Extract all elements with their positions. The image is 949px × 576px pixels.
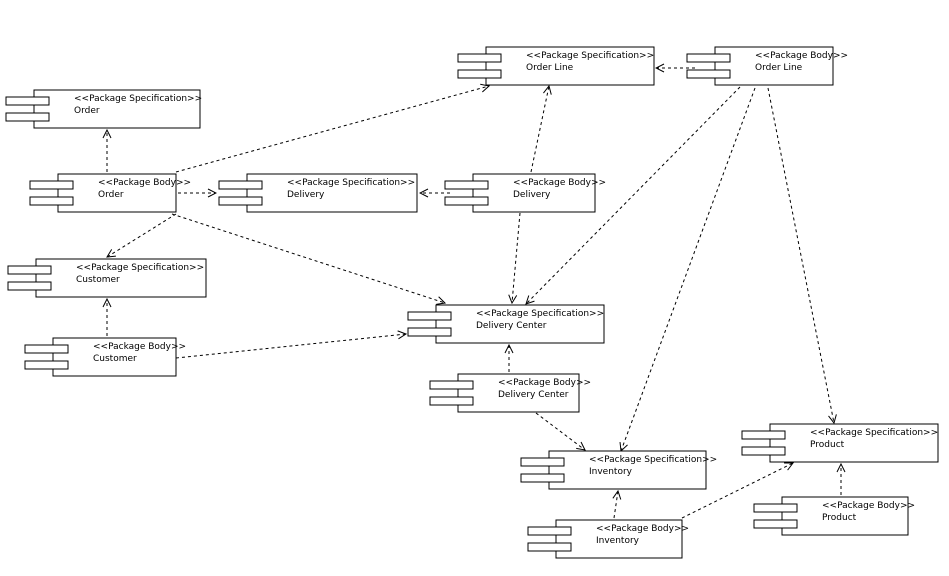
dependency-body_order_line-to-spec_inventory (621, 87, 756, 451)
dependency-arrows (107, 68, 841, 519)
component-spec-order[interactable]: <<Package Specification>> Order (5, 89, 202, 129)
component-stereotype: <<Package Specification>> (810, 428, 938, 438)
component-body (35, 258, 207, 298)
component-name: Order Line (755, 63, 803, 73)
component-body-delivery-center[interactable]: <<Package Body>> Delivery Center (429, 373, 591, 413)
component-body (435, 304, 605, 344)
component-tab-icon (7, 265, 52, 275)
component-tab-icon (444, 196, 489, 206)
components: <<Package Specification>>Order Line<<Pac… (5, 46, 939, 559)
dependency-body_order_line-to-spec_product (767, 87, 834, 423)
component-body-product[interactable]: <<Package Body>> Product (753, 496, 915, 536)
component-body-delivery[interactable]: <<Package Body>> Delivery (444, 173, 606, 213)
component-tab-icon (24, 360, 69, 370)
component-body (52, 337, 177, 377)
component-stereotype: <<Package Body>> (98, 178, 191, 188)
component-tab-icon (429, 380, 474, 390)
component-tab-icon (29, 180, 74, 190)
dependency-body_inventory-to-spec_product (681, 463, 793, 519)
component-name: Delivery (287, 190, 325, 200)
component-tab-icon (5, 112, 50, 122)
component-body-inventory[interactable]: <<Package Body>> Inventory (527, 519, 689, 559)
component-name: Product (822, 513, 857, 523)
component-tab-icon (407, 311, 452, 321)
component-stereotype: <<Package Body>> (755, 51, 848, 61)
dependency-body_customer-to-spec_delivery_center (175, 334, 406, 359)
component-body-order-line[interactable]: <<Package Body>> Order Line (686, 46, 848, 86)
component-tab-icon (686, 53, 731, 63)
component-body (485, 46, 655, 86)
component-body (781, 496, 909, 536)
component-tab-icon (444, 180, 489, 190)
component-name: Delivery (513, 190, 551, 200)
component-tab-icon (520, 473, 565, 483)
component-tab-icon (457, 69, 502, 79)
component-stereotype: <<Package Specification>> (76, 263, 204, 273)
component-tab-icon (753, 519, 798, 529)
component-name: Customer (76, 275, 120, 285)
component-tab-icon (520, 457, 565, 467)
component-body (33, 89, 201, 129)
component-name: Delivery Center (476, 321, 547, 331)
component-name: Order (74, 106, 100, 116)
dependency-body_inventory-to-spec_inventory (614, 491, 618, 519)
dependency-body_order-to-spec_delivery_center (171, 213, 445, 303)
component-name: Delivery Center (498, 390, 569, 400)
component-stereotype: <<Package Body>> (822, 501, 915, 511)
component-spec-delivery[interactable]: <<Package Specification>> Delivery (218, 173, 418, 213)
component-name: Inventory (589, 467, 633, 477)
component-tab-icon (5, 96, 50, 106)
component-tab-icon (457, 53, 502, 63)
component-tab-icon (741, 430, 786, 440)
component-body (246, 173, 418, 213)
component-name: Order Line (526, 63, 574, 73)
component-stereotype: <<Package Specification>> (526, 51, 654, 61)
dependency-body_delivery-to-spec_delivery_center (512, 212, 521, 303)
component-tab-icon (7, 281, 52, 291)
component-tab-icon (429, 396, 474, 406)
component-spec-inventory[interactable]: <<Package Specification>> Inventory (520, 450, 717, 490)
component-stereotype: <<Package Body>> (513, 178, 606, 188)
component-tab-icon (218, 196, 263, 206)
component-body (714, 46, 834, 86)
component-body (769, 423, 939, 463)
component-body (57, 173, 177, 213)
dependency-body_order-to-spec_order_line (175, 86, 489, 173)
component-stereotype: <<Package Body>> (498, 378, 591, 388)
component-tab-icon (218, 180, 263, 190)
component-stereotype: <<Package Specification>> (476, 309, 604, 319)
component-tab-icon (527, 526, 572, 536)
dependency-body_order_line-to-spec_delivery_center (526, 86, 741, 304)
component-tab-icon (24, 344, 69, 354)
component-tab-icon (407, 327, 452, 337)
component-body (457, 373, 580, 413)
component-tab-icon (753, 503, 798, 513)
component-stereotype: <<Package Specification>> (287, 178, 415, 188)
component-name: Inventory (596, 536, 640, 546)
component-body-customer[interactable]: <<Package Body>> Customer (24, 337, 186, 377)
component-tab-icon (686, 69, 731, 79)
component-tab-icon (29, 196, 74, 206)
component-stereotype: <<Package Body>> (93, 342, 186, 352)
dependency-body_delivery_center-to-spec_inventory (535, 412, 585, 450)
component-spec-order-line[interactable]: <<Package Specification>> Order Line (457, 46, 655, 86)
dependency-body_delivery-to-spec_order_line (530, 86, 549, 173)
component-body (472, 173, 596, 213)
component-name: Product (810, 440, 845, 450)
dependency-body_order-to-spec_customer (107, 213, 177, 257)
component-spec-customer[interactable]: <<Package Specification>> Customer (7, 258, 207, 298)
component-tab-icon (527, 542, 572, 552)
component-tab-icon (741, 446, 786, 456)
component-spec-delivery-center[interactable]: <<Package Specification>> Delivery Center (407, 304, 605, 344)
component-stereotype: <<Package Specification>> (74, 94, 202, 104)
component-name: Order (98, 190, 124, 200)
component-stereotype: <<Package Body>> (596, 524, 689, 534)
component-body-order[interactable]: <<Package Body>> Order (29, 173, 191, 213)
component-stereotype: <<Package Specification>> (589, 455, 717, 465)
component-name: Customer (93, 354, 137, 364)
component-body (548, 450, 707, 490)
component-body (555, 519, 683, 559)
component-spec-product[interactable]: <<Package Specification>> Product (741, 423, 939, 463)
